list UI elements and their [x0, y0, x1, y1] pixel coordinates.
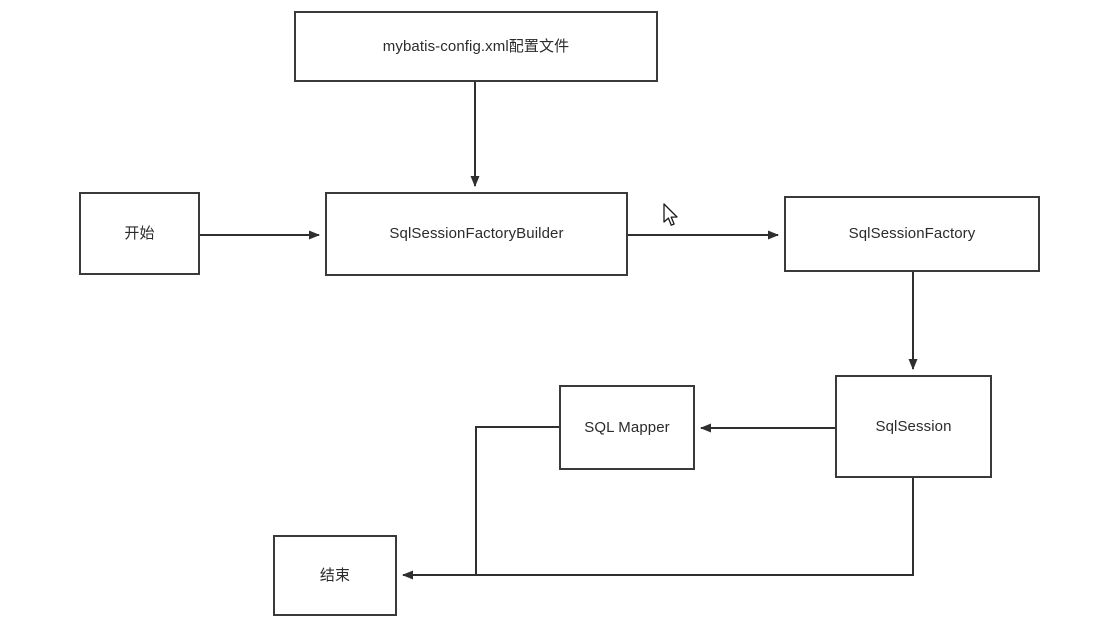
node-start[interactable]: 开始 — [79, 192, 200, 275]
edge-mapper-to-end — [402, 426, 559, 580]
node-label: mybatis-config.xml配置文件 — [382, 37, 570, 55]
node-sql-mapper[interactable]: SQL Mapper — [559, 385, 695, 470]
node-mybatis-config[interactable]: mybatis-config.xml配置文件 — [294, 11, 658, 82]
edge-session-to-end — [403, 478, 914, 576]
node-label: SqlSessionFactoryBuilder — [389, 225, 564, 242]
node-label: 开始 — [124, 224, 155, 242]
node-sqlsessionfactory[interactable]: SqlSessionFactory — [784, 196, 1040, 272]
node-label: SQL Mapper — [584, 418, 670, 436]
node-label: SqlSessionFactory — [848, 225, 976, 242]
node-sqlsession[interactable]: SqlSession — [835, 375, 992, 478]
node-label: SqlSession — [875, 417, 952, 435]
node-label: 结束 — [319, 566, 351, 584]
node-end[interactable]: 结束 — [273, 535, 397, 616]
node-sqlsessionfactorybuilder[interactable]: SqlSessionFactoryBuilder — [325, 192, 628, 276]
